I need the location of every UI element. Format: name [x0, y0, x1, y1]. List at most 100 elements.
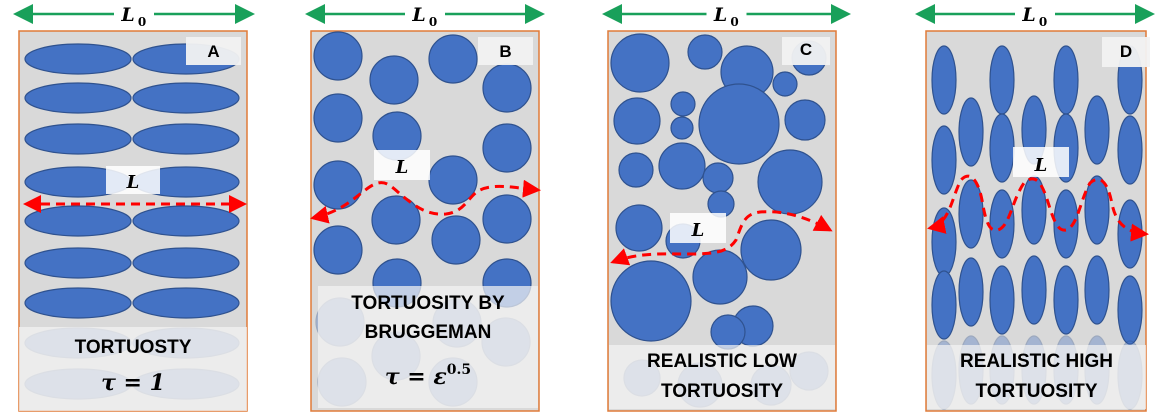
panel-b-caption-line: TORTUOSITY BY: [351, 293, 505, 314]
panel-c-particle: [692, 249, 748, 305]
panel-d-width-label: L: [1021, 4, 1035, 26]
panel-d-particle: [1084, 95, 1110, 165]
panel-c-particle: [670, 91, 696, 117]
panel-c-path-c-winding: [610, 210, 833, 266]
panel-b-path-label: L: [395, 157, 409, 178]
panel-c-width-label-bg: [706, 2, 747, 26]
panel-c-particle: [670, 116, 694, 140]
panel-d-path-label-bg: [1013, 147, 1069, 177]
panel-a-tag-bg: [186, 37, 241, 65]
panel-a-width-label: L: [120, 4, 134, 26]
panel-c-particle: [687, 34, 723, 70]
panel-d-particle: [1084, 255, 1110, 325]
panel-c-width-label: L: [713, 4, 727, 26]
panel-c-tag-bg: [782, 37, 830, 65]
panel-b-particle: [428, 34, 478, 84]
panel-d-particle: [989, 189, 1015, 259]
panel-a-particle: [132, 82, 240, 114]
panel-b-caption-bg: [318, 286, 538, 408]
panel-d-caption-bg: [927, 345, 1146, 409]
panel-b-particle: [313, 160, 363, 210]
panel-c-tag: C: [800, 40, 812, 59]
panel-a-particle: [24, 43, 132, 75]
panel-d-particle: [1117, 115, 1143, 185]
panel-d-path-label: L: [1034, 155, 1048, 176]
panel-b-width-label-bg: [405, 2, 445, 26]
panel-a-particle: [132, 205, 240, 237]
panel-b-path-b-winding: [310, 179, 541, 224]
panel-b-particle: [431, 215, 481, 265]
panel-b-tag-bg: [478, 37, 533, 65]
panel-c-caption-line: TORTUOSITY: [661, 381, 783, 402]
panel-c-particle: [772, 71, 798, 97]
panel-c-particle: [702, 162, 734, 194]
panel-d-particle: [958, 97, 984, 167]
panel-b-formula-sup: 0.5: [447, 362, 471, 378]
panel-a-path-label-bg: [106, 166, 160, 194]
panel-b-particle: [313, 225, 363, 275]
panel-d-particle: [1053, 265, 1079, 335]
panel-c-particle: [757, 149, 823, 215]
panel-d-particle: [1053, 45, 1079, 115]
panel-c-caption-bg: [609, 345, 835, 409]
panel-a-tag: A: [207, 42, 219, 61]
panel-a-caption-bg: [19, 327, 247, 411]
panel-c-particle: [615, 204, 663, 252]
panel-b-path-label-bg: [374, 150, 430, 180]
panel-b-width-sub: 0: [429, 15, 437, 29]
panel-b-particle: [369, 55, 419, 105]
panel-b-particle: [313, 93, 363, 143]
panel-a-width-sub: 0: [138, 15, 146, 29]
panel-a-particle: [24, 123, 132, 155]
panel-a-particle: [24, 205, 132, 237]
panel-d-particle: [989, 45, 1015, 115]
panel-a-particle: [24, 287, 132, 319]
panel-b-width-label: L: [411, 4, 425, 26]
panel-c-particle: [613, 97, 661, 145]
panel-a-particle: [132, 123, 240, 155]
panel-d-particle: [989, 113, 1015, 183]
panel-d-particle: [931, 270, 957, 340]
panel-d-path-d-winding: [927, 174, 1149, 242]
panel-d-particle: [989, 265, 1015, 335]
panel-d-particle: [1117, 275, 1143, 345]
panel-c-particle: [610, 260, 692, 342]
panel-b-formula: τ = ε0.5: [385, 362, 471, 390]
panel-b-particle: [482, 123, 532, 173]
panel-a-path-label: L: [126, 172, 140, 193]
panel-a-formula: τ = 1: [101, 370, 165, 396]
panel-c-path-label: L: [691, 220, 705, 241]
panel-d-width-sub: 0: [1039, 15, 1047, 29]
panel-b-particle: [313, 31, 363, 81]
panel-d-particle: [931, 45, 957, 115]
panel-d-particle: [958, 179, 984, 249]
panel-c-width-sub: 0: [730, 15, 738, 29]
panel-a-particle: [24, 82, 132, 114]
panel-b-particle: [482, 194, 532, 244]
panel-d-tag: D: [1120, 42, 1132, 61]
panel-d-particle: [958, 257, 984, 327]
panel-b-particle: [482, 63, 532, 113]
panel-c-caption-line: REALISTIC LOW: [647, 351, 797, 372]
panel-d-caption-line: TORTUOSITY: [975, 381, 1097, 402]
panel-c-particle: [698, 83, 780, 165]
panel-b-particle: [371, 195, 421, 245]
panel-d-caption-line: REALISTIC HIGH: [960, 351, 1113, 372]
panel-d-particle: [1021, 255, 1047, 325]
panel-c-particle: [710, 314, 746, 350]
panel-c-particle: [784, 99, 826, 141]
panel-c-particle: [740, 219, 802, 281]
panel-a-width-label-bg: [114, 2, 154, 26]
panel-d-particle: [931, 125, 957, 195]
panel-b-caption-line: BRUGGEMAN: [365, 322, 492, 343]
panel-a-particle: [24, 247, 132, 279]
panel-d-width-label-bg: [1015, 2, 1055, 26]
panel-c-particle: [658, 142, 706, 190]
panel-d-tag-bg: [1102, 37, 1150, 67]
panel-a-caption-line: TORTUOSTY: [75, 337, 192, 358]
panel-a-particle: [132, 247, 240, 279]
panel-c-particle: [610, 33, 670, 93]
panel-c-path-label-bg: [670, 213, 726, 243]
panel-a-particle: [132, 287, 240, 319]
